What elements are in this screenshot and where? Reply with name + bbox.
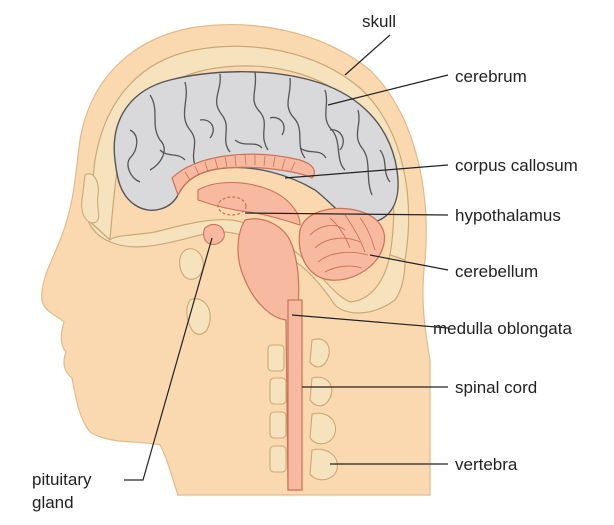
- label-pituitary-line1: pituitary: [32, 470, 92, 489]
- label-vertebra: vertebra: [455, 455, 518, 474]
- label-cerebellum: cerebellum: [455, 262, 538, 281]
- label-pituitary-line2: gland: [32, 493, 74, 512]
- label-corpus-callosum: corpus callosum: [455, 156, 578, 175]
- label-medulla-oblongata: medulla oblongata: [433, 319, 572, 338]
- pituitary-gland: [204, 225, 225, 245]
- label-spinal-cord: spinal cord: [455, 378, 537, 397]
- label-hypothalamus: hypothalamus: [455, 206, 561, 225]
- sinus-bone: [82, 174, 99, 223]
- sphenoid-bone: [180, 249, 204, 280]
- spinal-cord: [288, 300, 302, 490]
- label-cerebrum: cerebrum: [455, 67, 527, 86]
- label-skull: skull: [362, 12, 396, 31]
